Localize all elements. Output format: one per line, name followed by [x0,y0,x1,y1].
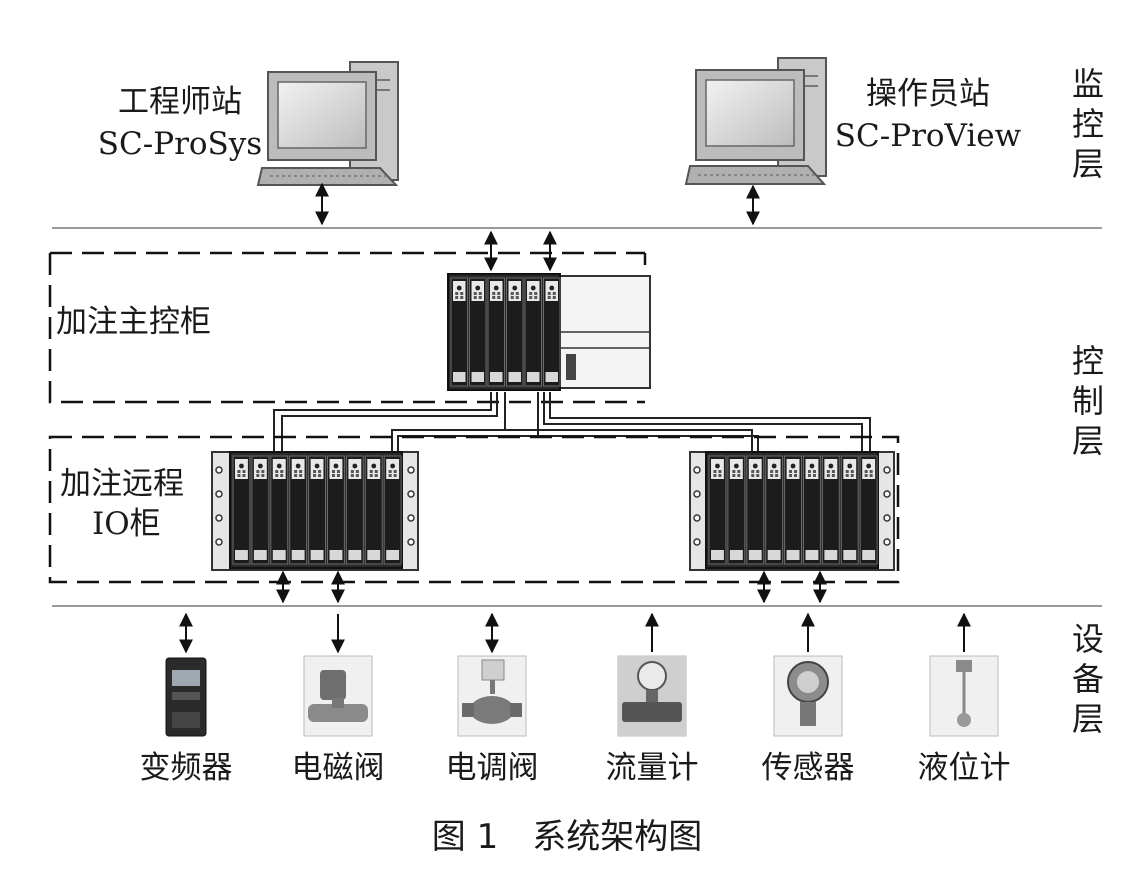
remote-cabinet-label-line1: 加注远程 [60,466,184,502]
device-1: 变频器 [140,612,233,786]
device-6: 液位计 [918,612,1011,786]
remote-cabinet-label-line2: IO柜 [92,506,161,542]
device-label: 变频器 [140,750,233,786]
device-label: 电磁阀 [292,750,385,786]
main-controller-rack-icon [447,273,651,391]
remote-cabinet-boundary [48,435,900,584]
device-label: 液位计 [918,750,1011,786]
layer-label-control: 控制层 [1072,342,1104,460]
engineer-station-computer-icon [256,61,399,186]
layer-label-device: 设备层 [1072,620,1104,738]
device-label: 传感器 [762,750,855,786]
device-2: 电磁阀 [292,614,385,786]
solenoid-valve-icon [303,655,373,737]
operator-station-computer-icon [684,57,827,185]
remote-io-rack-left-icon [211,451,419,571]
operator-station-name: 操作员站 [866,76,990,112]
engineer-station-name: 工程师站 [118,84,242,120]
device-label: 电调阀 [446,750,539,786]
device-4: 流量计 [606,612,699,786]
engineer-station-model: SC-ProSys [98,126,262,162]
layer-label-monitor: 监控层 [1072,65,1104,183]
figure-caption: 图 1 系统架构图 [432,817,702,857]
flow-meter-icon [617,655,687,737]
remote-io-rack-right-icon [689,451,895,571]
operator-station-model: SC-ProView [835,118,1022,154]
device-layer-group: 变频器 电磁阀 电调阀 流量计 传感器 液位计 [140,612,1011,786]
level-gauge-icon [929,655,999,737]
main-cabinet-label: 加注主控柜 [56,304,211,340]
device-3: 电调阀 [446,612,539,786]
sensor-icon [773,655,843,737]
device-label: 流量计 [606,750,699,786]
electric-control-valve-icon [457,655,527,737]
frequency-converter-icon [165,657,207,737]
device-5: 传感器 [762,612,855,786]
